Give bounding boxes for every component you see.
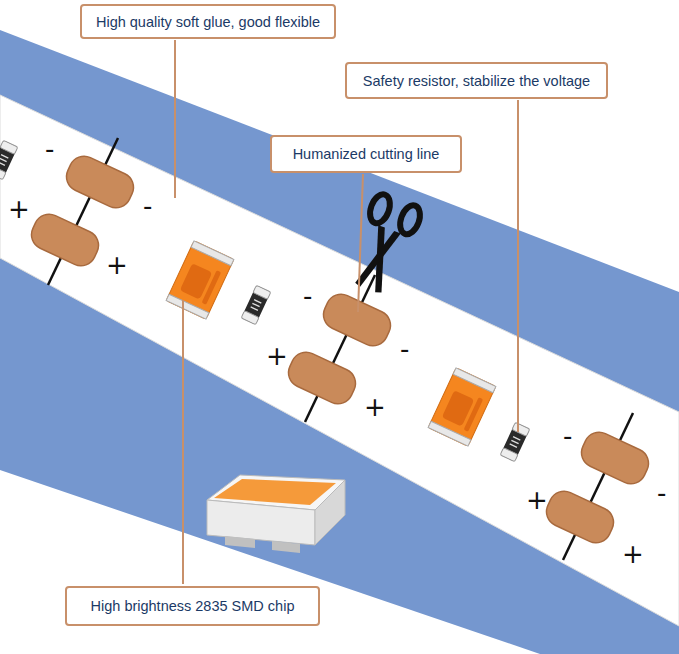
chip-side bbox=[315, 480, 345, 545]
resistor-symbol bbox=[0, 140, 18, 179]
polarity-sign: + bbox=[622, 541, 644, 567]
leader-line bbox=[174, 40, 176, 198]
solder-pad bbox=[62, 151, 139, 212]
chip-front bbox=[207, 500, 315, 545]
polarity-sign: + bbox=[364, 394, 386, 420]
polarity-sign: - bbox=[657, 480, 666, 506]
chip-terminal bbox=[272, 541, 300, 553]
scissors-handle bbox=[366, 192, 393, 226]
solder-pad bbox=[284, 347, 361, 408]
callout-box: High brightness 2835 SMD chip bbox=[65, 586, 320, 626]
solder-pad bbox=[577, 427, 654, 488]
polarity-sign: - bbox=[400, 336, 409, 362]
leader-line bbox=[358, 174, 363, 312]
polarity-sign: - bbox=[563, 423, 572, 449]
callout-text: High brightness 2835 SMD chip bbox=[91, 598, 295, 614]
led-chip bbox=[166, 241, 234, 319]
polarity-sign: - bbox=[303, 283, 312, 309]
callout-box: High quality soft glue, good flexible bbox=[80, 4, 336, 39]
scissors-handle bbox=[396, 203, 423, 237]
solder-pad bbox=[319, 289, 396, 350]
polarity-sign: + bbox=[526, 487, 548, 513]
chip-lens bbox=[214, 479, 336, 505]
leader-line bbox=[182, 300, 184, 584]
callout-text: High quality soft glue, good flexible bbox=[96, 14, 320, 30]
leader-lines bbox=[175, 40, 518, 584]
smd-chip-closeup bbox=[207, 475, 345, 553]
resistor-symbol bbox=[500, 422, 530, 461]
callout-text: Humanized cutting line bbox=[293, 146, 440, 162]
led-strip bbox=[0, 95, 679, 626]
solder-pad bbox=[27, 209, 104, 270]
chip-terminal bbox=[225, 536, 255, 548]
callout-box: Humanized cutting line bbox=[270, 135, 462, 173]
callout-text: Safety resistor, stabilize the voltage bbox=[363, 73, 590, 89]
resistor-symbol bbox=[241, 285, 271, 324]
polarity-sign: - bbox=[143, 193, 152, 219]
polarity-sign: - bbox=[45, 136, 54, 162]
led-chip bbox=[428, 368, 496, 446]
callout-box: Safety resistor, stabilize the voltage bbox=[345, 62, 608, 99]
blue-background bbox=[0, 30, 679, 654]
leader-line bbox=[517, 100, 519, 432]
polarity-sign: + bbox=[8, 196, 30, 222]
solder-pad bbox=[542, 486, 619, 547]
polarity-sign: + bbox=[106, 252, 128, 278]
polarity-sign: + bbox=[266, 343, 288, 369]
scissors-icon bbox=[344, 192, 423, 298]
